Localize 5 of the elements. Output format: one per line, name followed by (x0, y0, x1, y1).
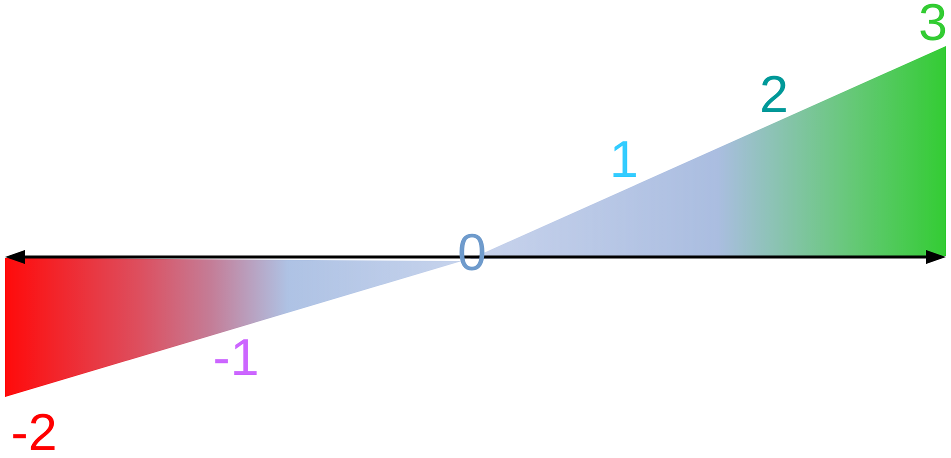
number-label: 3 (918, 3, 948, 45)
number-label: -1 (212, 338, 260, 380)
number-label: 1 (610, 140, 638, 182)
number-label: 2 (760, 75, 788, 117)
number-label: -2 (10, 413, 58, 455)
